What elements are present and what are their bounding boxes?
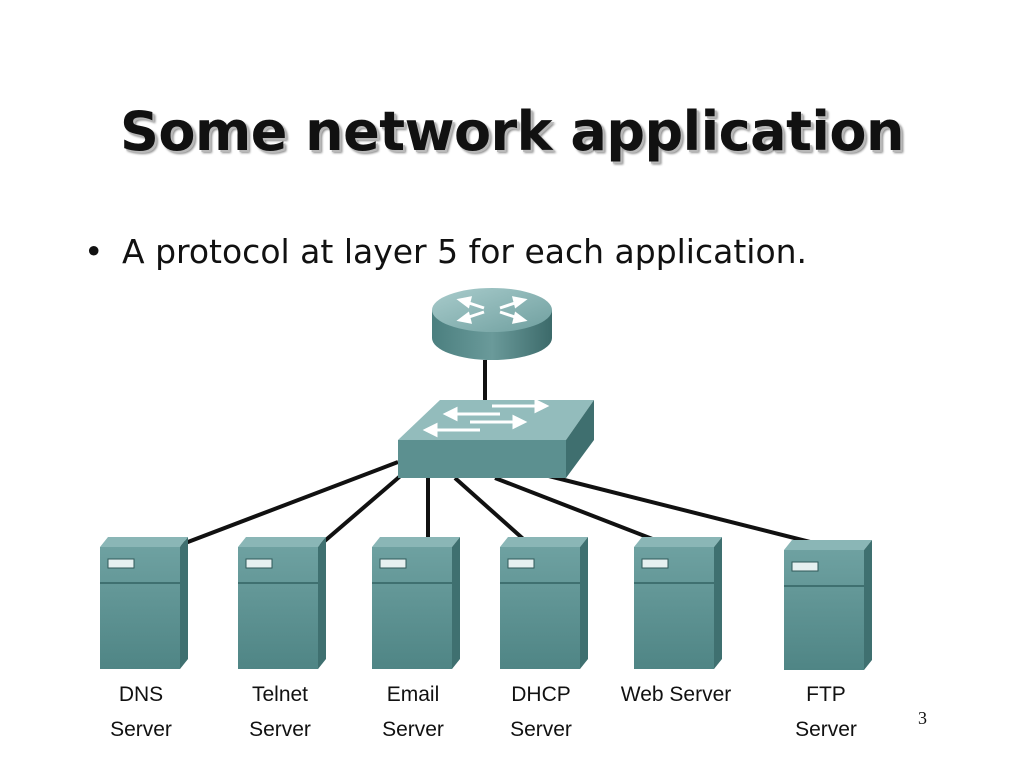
bullet-text: A protocol at layer 5 for each applicati… — [122, 232, 808, 271]
bullet-dot-icon: • — [84, 232, 104, 271]
cable-dhcp — [453, 476, 532, 547]
server-labels: DNS Server Telnet Server Email Server DH… — [110, 683, 857, 741]
slide-title: Some network application — [120, 100, 904, 163]
server-label-email-line2: Server — [382, 718, 444, 741]
cables — [179, 360, 823, 547]
server-ftp-icon — [784, 540, 872, 670]
cable-web — [494, 476, 669, 547]
server-label-dhcp-line1: DHCP — [511, 683, 571, 706]
server-label-web-line1: Web Server — [621, 683, 732, 706]
cable-dns — [179, 460, 399, 547]
router-icon — [432, 288, 552, 360]
server-dhcp-icon — [500, 537, 588, 669]
server-label-dns-line1: DNS — [119, 683, 163, 706]
switch-icon — [398, 398, 594, 478]
server-dns-icon — [100, 537, 188, 669]
server-label-email-line1: Email — [387, 683, 440, 706]
server-label-dns-line2: Server — [110, 718, 172, 741]
page-number: 3 — [918, 708, 927, 728]
server-telnet-icon — [238, 537, 326, 669]
server-email-icon — [372, 537, 460, 669]
server-label-ftp-line1: FTP — [806, 683, 846, 706]
bullet-item: • A protocol at layer 5 for each applicat… — [84, 232, 807, 271]
cable-ftp — [524, 468, 823, 547]
server-label-dhcp-line2: Server — [510, 718, 572, 741]
server-web-icon — [634, 537, 722, 669]
servers — [100, 537, 872, 670]
cable-telnet — [318, 470, 407, 547]
server-label-telnet-line2: Server — [249, 718, 311, 741]
server-label-telnet-line1: Telnet — [252, 683, 308, 706]
server-label-ftp-line2: Server — [795, 718, 857, 741]
